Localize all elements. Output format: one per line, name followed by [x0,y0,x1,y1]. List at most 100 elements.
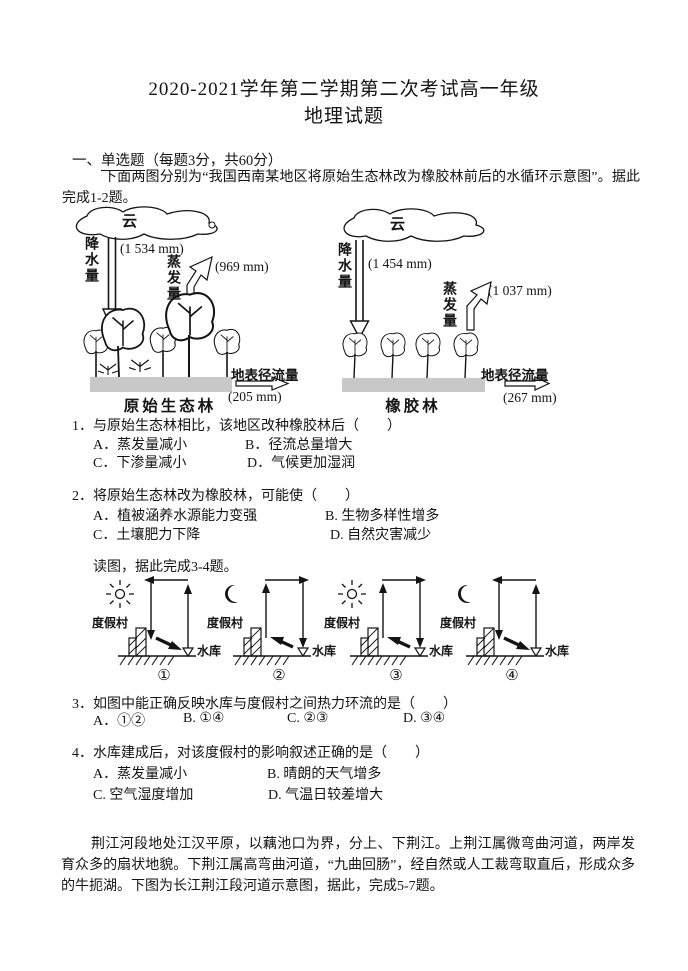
cloud-label: 云 [390,217,406,233]
upper-air-arrow [265,576,309,584]
runoff-value: (267 mm) [503,390,557,405]
precipitation-value: (1 534 mm) [120,241,184,256]
q1-option-a: A．蒸发量减小 [93,438,188,453]
q1-option-d: D．气候更加湿润 [247,456,356,471]
evaporation-label: 蒸发量 [165,254,180,302]
panel-number: ③ [389,668,403,684]
q3-option-a: A．①② [93,714,146,729]
ground-line [350,655,428,666]
thermal-circulation-panel-3: 度假村 水库 ③ [308,574,460,690]
ground-bar [342,378,485,392]
panel-number: ① [157,668,171,684]
sun-icon [338,580,366,608]
evaporation-label: 蒸发量 [441,281,456,329]
ground-line [466,655,544,666]
reservoir-air-arrow [184,584,192,650]
panel-number: ② [272,668,286,684]
resort-buildings-icon [360,627,379,657]
section-title-underlined: 单选题 [101,153,145,171]
q4-option-c: C. 空气湿度增加 [93,788,194,803]
cloud-icon [343,208,485,242]
q2-option-d: D. 自然灾害减少 [330,528,432,543]
section-score-note: （每题3分，共60分） [144,153,283,169]
reservoir-air-arrow [299,580,307,648]
surface-flow-arrow [503,636,530,650]
reservoir-label: 水库 [312,644,337,658]
resort-label: 度假村 [207,616,244,630]
water-cycle-figure-original-forest: 云 降水量 (1 534 mm) 蒸发量 (969 mm) 地表径流量 (205… [60,204,322,416]
evaporation-arrow-icon [466,280,492,331]
section-prefix: 一、 [72,153,101,169]
q2-option-b: B. 生物多样性增多 [325,509,440,524]
reservoir-marker-icon [529,647,543,658]
section-heading: 一、单选题（每题3分，共60分） [72,149,283,171]
resort-buildings-icon [243,627,262,657]
ground-line [233,655,311,666]
cloud-icon [75,206,218,240]
resort-label: 度假村 [92,616,129,630]
cloud-label: 云 [122,214,138,230]
reservoir-marker-icon [413,647,427,658]
intro-q3-4: 读图，据此完成3-4题。 [93,560,238,575]
reservoir-marker-icon [181,647,195,658]
q4-option-d: D. 气温日较差增大 [268,788,384,803]
question-4-stem: 4．水库建成后，对该度假村的影响叙述正确的是（ ） [72,746,429,761]
figure-caption-original-forest: 原始生态林 [123,398,217,415]
precipitation-label: 降水量 [336,242,351,290]
runoff-arrow-icon [235,376,290,391]
precipitation-label: 降水量 [83,236,98,284]
trees-icons [83,292,241,378]
q3-option-b: B. ①④ [183,711,225,726]
reservoir-air-arrow [416,580,424,648]
runoff-label: 地表径流量 [231,368,299,383]
village-air-arrow [262,583,270,638]
q3-option-c: C. ②③ [287,711,329,726]
sun-icon [106,580,134,608]
water-cycle-figure-rubber-forest: 云 降水量 (1 454 mm) 蒸发量 (1 037 mm) 地表径流量 (2… [330,204,586,416]
village-air-arrow [495,580,503,640]
q1-option-c: C．下渗量减小 [93,456,187,471]
reservoir-air-arrow [532,584,540,650]
reservoir-label: 水库 [545,644,570,658]
village-air-arrow [379,583,387,638]
evaporation-value: (1 037 mm) [488,283,552,298]
q2-option-c: C．土壤肥力下降 [93,528,201,543]
question-3-stem: 3．如图中能正确反映水库与度假村之间热力环流的是（ ） [72,697,457,712]
panel-number: ④ [505,668,519,684]
moon-icon [224,584,238,603]
q2-option-a: A．植被涵养水源能力变强 [93,509,258,524]
question-2-stem: 2．将原始生态林改为橡胶林，可能使（ ） [72,489,359,504]
page-subtitle: 地理试题 [303,106,384,127]
question-1-stem: 1．与原始生态林相比，该地区改种橡胶林后（ ） [72,419,401,434]
q4-option-b: B. 晴朗的天气增多 [267,767,382,782]
thermal-circulation-panel-4: 度假村 水库 ④ [424,574,576,690]
surface-flow-arrow [387,637,411,649]
q3-option-d: D. ③④ [403,711,446,726]
moon-icon [457,584,471,603]
page-title: 2020-2021学年第二学期第二次考试高一年级 [148,79,540,100]
village-air-arrow [147,580,155,640]
intro-q1-2: 下面两图分别为“我国西南某地区将原始生态林改为橡胶林前后的水循环示意图”。据此完… [62,170,640,206]
resort-buildings-icon [128,627,147,657]
trees-icons [342,332,479,379]
surface-flow-arrow [155,636,182,650]
q1-option-b: B．径流总量增大 [245,438,353,453]
reservoir-label: 水库 [429,644,454,658]
upper-air-arrow [382,576,426,584]
surface-flow-arrow [270,637,294,649]
runoff-arrow-icon [504,376,551,391]
reservoir-marker-icon [296,647,310,658]
runoff-label: 地表径流量 [481,368,549,383]
ground-line [118,655,196,666]
evaporation-value: (969 mm) [215,259,269,274]
ground-bar [90,377,232,392]
thermal-circulation-panel-2: 度假村 水库 ② [191,574,343,690]
thermal-circulation-panel-1: 度假村 水库 ① [76,574,228,690]
passage-q5-7: 荆江河段地处江汉平原，以藕池口为界，分上、下荆江。上荆江属微弯曲河道，两岸发育众… [61,837,635,894]
precipitation-value: (1 454 mm) [368,256,432,271]
resort-label: 度假村 [324,616,361,630]
runoff-value: (205 mm) [228,389,282,404]
reservoir-label: 水库 [197,644,222,658]
resort-buildings-icon [476,627,495,657]
